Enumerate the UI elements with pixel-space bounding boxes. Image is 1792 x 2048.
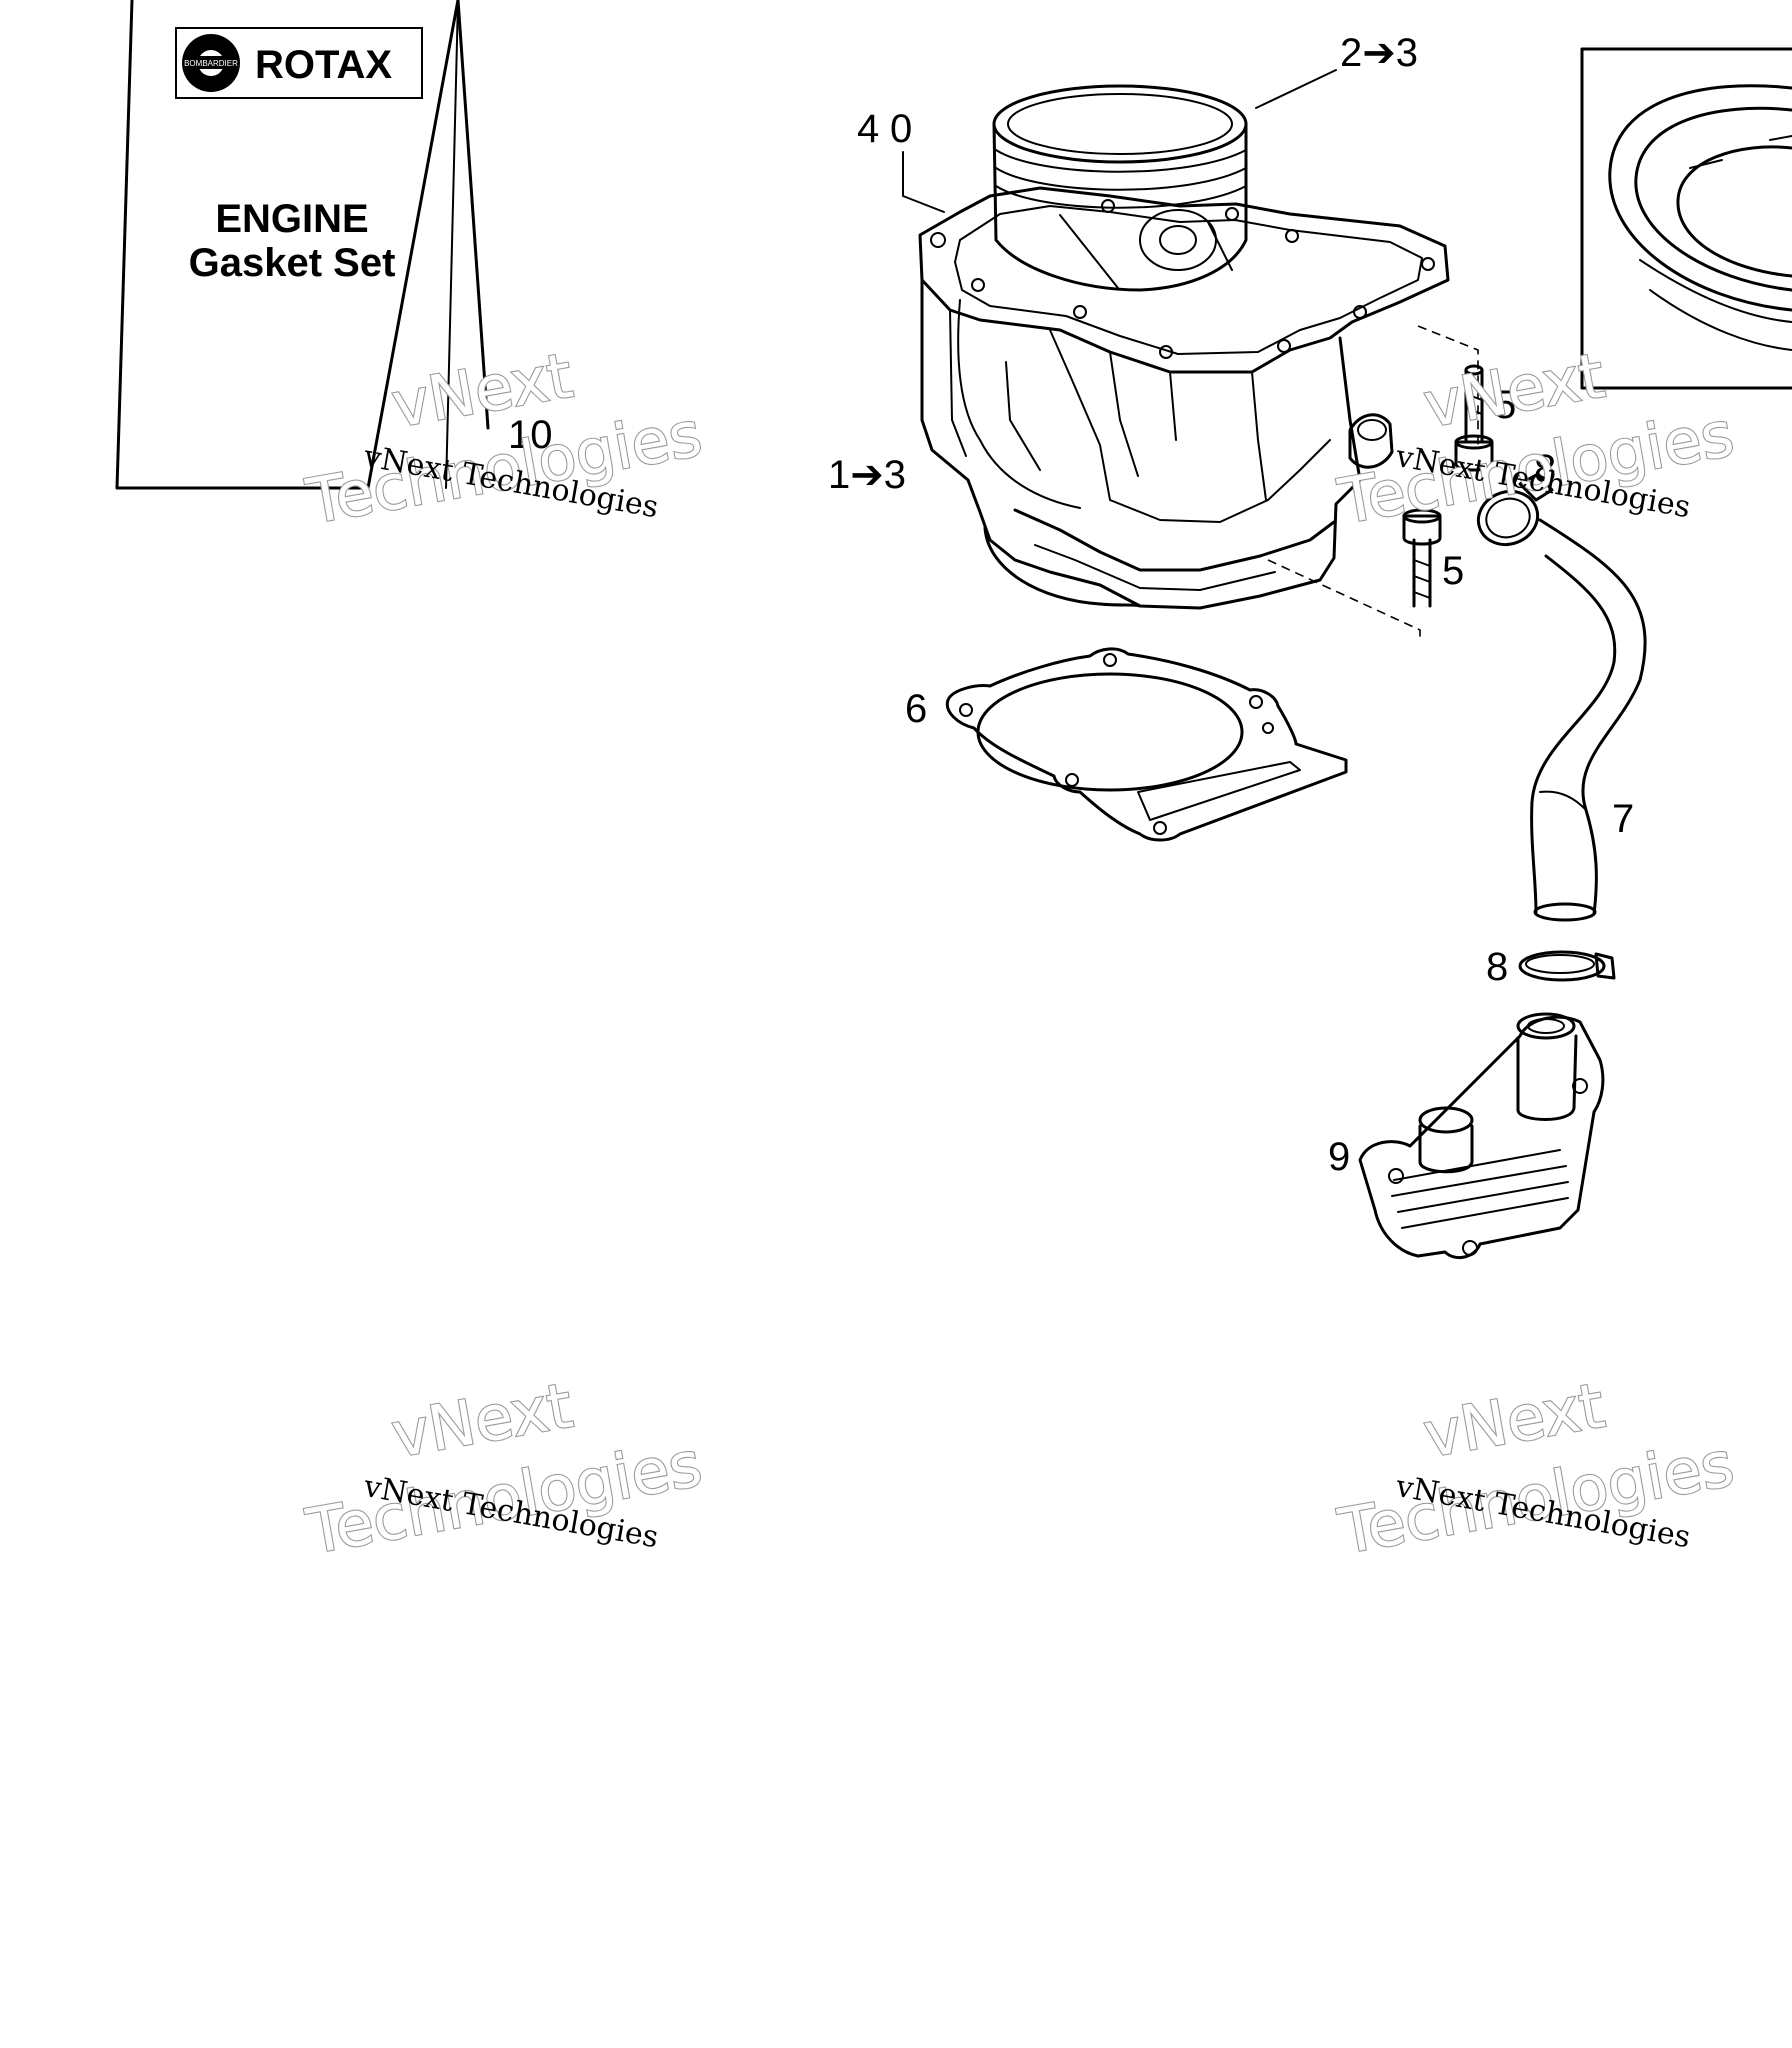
- callout-2-3: 2➔3: [1340, 31, 1418, 75]
- kit-title-line2: Gasket Set: [189, 241, 396, 285]
- thermostat-housing: [1358, 1012, 1605, 1260]
- callout-8-lower: 8: [1486, 945, 1508, 989]
- callout-5-upper: 5: [1494, 383, 1516, 427]
- coolant-hose: [1530, 518, 1647, 922]
- rotax-brand-text: ROTAX: [255, 43, 392, 87]
- callout-5-lower: 5: [1442, 549, 1464, 593]
- gasket-set-package: BOMBARDIER ROTAX ENGINE Gasket Set: [115, 0, 490, 490]
- callout-10: 10: [508, 413, 553, 457]
- callout-8-upper: 8: [1534, 447, 1556, 491]
- callout-labels: 10 4 0 1➔3 2➔3 5 5 6 7 8 8 9: [508, 31, 1634, 1179]
- bolt-lower: [1402, 508, 1442, 608]
- callout-9: 9: [1328, 1135, 1350, 1179]
- bolt-upper: [1454, 364, 1494, 472]
- leader-lines: [902, 69, 1521, 491]
- hose-clamp-upper: [1476, 472, 1554, 546]
- callout-6: 6: [905, 687, 927, 731]
- callout-1-3: 1➔3: [828, 453, 906, 497]
- piston: [992, 84, 1248, 292]
- callout-4: 4: [857, 107, 879, 151]
- watermark-bottom-right: vNext Technologies vNext Technologies: [1332, 1367, 1740, 1569]
- hose-clamp-lower: [1518, 950, 1616, 982]
- callout-7: 7: [1612, 797, 1634, 841]
- cylinder-block: [918, 186, 1479, 640]
- watermark-top-right: vNext Technologies vNext Technologies: [1332, 337, 1740, 539]
- callout-4-zero: 0: [890, 107, 912, 151]
- cylinder-base-gasket: [945, 647, 1348, 842]
- watermark-top-left: vNext Technologies vNext Technologies: [300, 337, 708, 539]
- watermark-bottom-left: vNext Technologies vNext Technologies: [300, 1367, 708, 1569]
- logo-small-text: BOMBARDIER: [184, 59, 238, 68]
- bombardier-gear-icon: [182, 34, 240, 92]
- piston-ring-inset: [1580, 47, 1792, 390]
- flange-bolt-holes: [930, 199, 1435, 359]
- kit-title-line1: ENGINE: [215, 197, 368, 241]
